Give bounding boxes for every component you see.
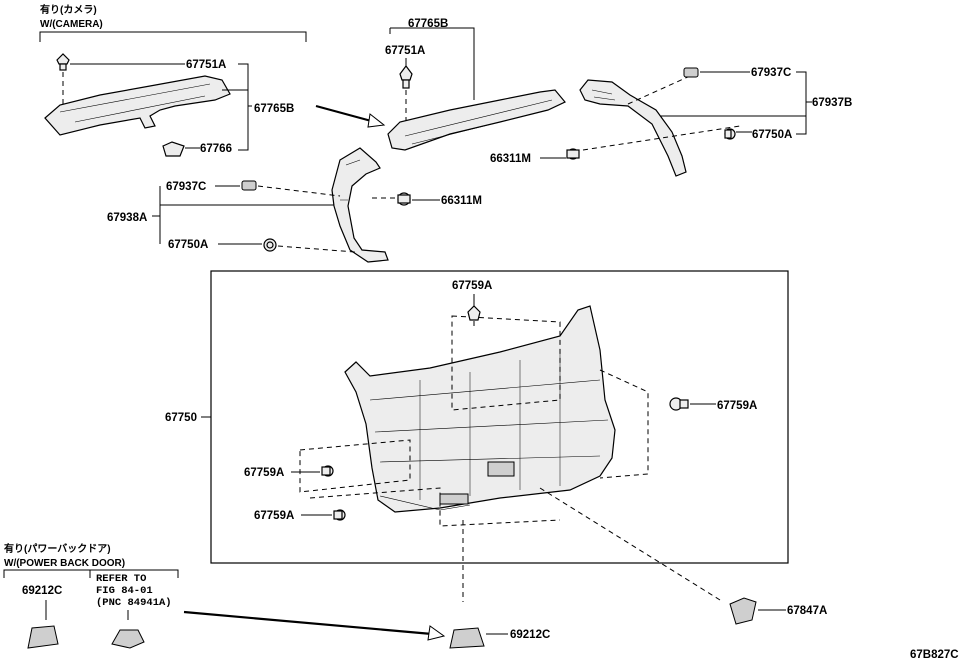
label-67750A-left: 67750A — [168, 239, 208, 251]
camera-cover-part — [162, 141, 185, 157]
label-67765B-right: 67765B — [408, 18, 448, 30]
switch-part-power — [111, 629, 145, 649]
figure-code: 67B827C — [910, 649, 959, 661]
label-66311M-left: 66311M — [441, 195, 482, 207]
clip-part-left-lower — [333, 509, 346, 521]
handle-part-main — [449, 627, 485, 649]
label-67750: 67750 — [165, 412, 197, 424]
label-67751A-right: 67751A — [385, 45, 425, 57]
label-67937C-upper: 67937C — [751, 67, 791, 79]
refer-line-1: REFER TO — [96, 573, 146, 585]
power-door-title-en: W/(POWER BACK DOOR) — [4, 558, 125, 569]
refer-line-2: FIG 84-01 — [96, 585, 153, 597]
label-67847A: 67847A — [787, 605, 827, 617]
label-67938A: 67938A — [107, 212, 147, 224]
power-door-bracket — [3, 569, 179, 578]
left-pillar-part — [331, 147, 389, 263]
power-door-title-jp: 有り(パワーバックドア) — [4, 542, 111, 555]
label-67937B: 67937B — [812, 97, 852, 109]
camera-garnish-part — [44, 75, 231, 136]
clip-c-part-left — [241, 180, 257, 191]
clip-part — [56, 53, 70, 71]
camera-group-title-en: W/(CAMERA) — [40, 19, 103, 30]
screw-part-upper — [724, 128, 736, 140]
label-67766: 67766 — [200, 143, 232, 155]
upper-garnish-part — [387, 89, 566, 151]
refer-line-3: (PNC 84941A) — [96, 597, 172, 609]
label-67759A-top: 67759A — [452, 280, 492, 292]
label-67759A-left-upper: 67759A — [244, 467, 284, 479]
label-67751A-left: 67751A — [186, 59, 226, 71]
back-door-trim-panel — [344, 305, 616, 513]
nut-part-upper — [566, 148, 580, 160]
label-67750A-upper: 67750A — [752, 129, 792, 141]
right-pillar-part — [579, 79, 687, 177]
label-69212C-power: 69212C — [22, 585, 62, 597]
clip-part-left-upper — [321, 465, 334, 477]
camera-group-bracket — [39, 31, 307, 42]
bracket-part — [729, 597, 757, 625]
label-67759A-left-lower: 67759A — [254, 510, 294, 522]
clip-part-right — [399, 65, 413, 89]
nut-part-left — [397, 192, 411, 206]
handle-part-power — [27, 625, 59, 649]
screw-part-left — [263, 238, 277, 252]
clip-part-right-side — [669, 397, 689, 411]
label-69212C-main: 69212C — [510, 629, 550, 641]
clip-part-top — [467, 305, 481, 321]
label-66311M-upper: 66311M — [490, 153, 531, 165]
label-67759A-right: 67759A — [717, 400, 757, 412]
clip-c-part-upper — [683, 67, 699, 78]
label-67937C-left: 67937C — [166, 181, 206, 193]
label-67765B-left: 67765B — [254, 103, 294, 115]
camera-group-title-jp: 有り(カメラ) — [40, 3, 97, 16]
